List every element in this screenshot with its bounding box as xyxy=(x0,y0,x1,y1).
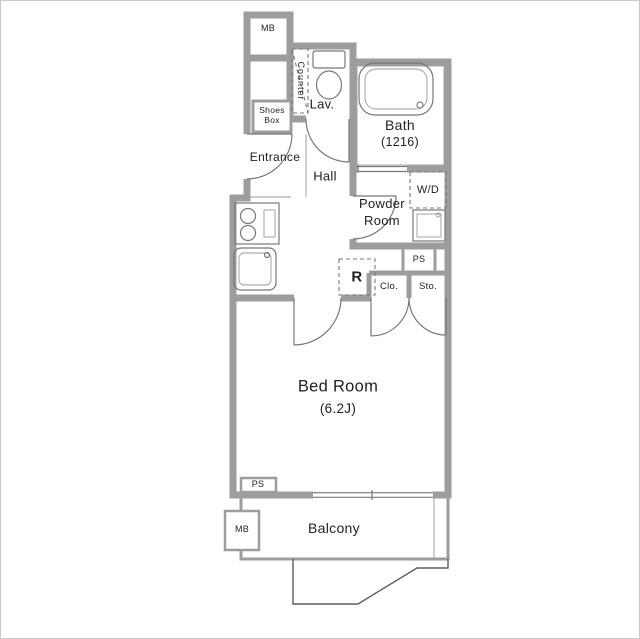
dashed-spaces xyxy=(291,48,447,296)
entrance-door-arc xyxy=(246,133,293,180)
label-bath-name: Bath xyxy=(385,116,415,133)
stove-icon xyxy=(234,202,280,245)
label-mb-bottom: MB xyxy=(234,524,250,535)
storage-door-arc xyxy=(408,297,447,336)
closet-door-arc xyxy=(370,297,410,337)
mb-bottom-box xyxy=(223,509,261,552)
bedroom-door-arc xyxy=(293,297,342,346)
toilet-icon xyxy=(312,50,346,100)
shoes-box xyxy=(251,99,293,134)
washer-dryer-space xyxy=(409,171,447,209)
label-closet: Clo. xyxy=(379,280,399,292)
bathtub-icon xyxy=(358,62,434,116)
powder-door-arc xyxy=(352,195,397,240)
label-fridge: R xyxy=(351,268,363,286)
label-bedroom-size: (6.2J) xyxy=(319,401,357,417)
label-wd: W/D xyxy=(416,183,440,196)
label-lav: Lav. xyxy=(309,96,335,112)
washer-icon xyxy=(412,209,446,242)
label-powder-room: Powder Room xyxy=(359,196,405,228)
floor-edge-lines xyxy=(247,134,307,198)
mb-top-box xyxy=(243,11,294,62)
label-entrance: Entrance xyxy=(249,150,301,165)
ps-bottom-box xyxy=(239,476,278,494)
bath-sliding-door xyxy=(357,165,407,173)
bath-unit xyxy=(356,65,445,166)
label-shoes-box: Shoes Box xyxy=(259,105,285,125)
ps-mid-box xyxy=(401,246,437,274)
building-outline xyxy=(292,559,449,605)
lav-door-arc xyxy=(305,118,350,163)
window-lines xyxy=(313,490,433,500)
door-arcs xyxy=(246,118,447,346)
label-balcony: Balcony xyxy=(308,519,360,536)
fridge-space xyxy=(338,258,376,296)
label-bedroom-name: Bed Room xyxy=(297,377,379,396)
sink-icon xyxy=(233,247,277,291)
label-mb-top: MB xyxy=(260,23,276,34)
counter-diagonal xyxy=(291,48,309,114)
label-ps-mid: PS xyxy=(412,254,426,265)
label-counter: Counter xyxy=(295,61,306,101)
counter-dashed-box xyxy=(291,48,309,114)
label-storage: Sto. xyxy=(418,280,438,292)
wall-powder-south xyxy=(349,239,448,250)
wall-west-lower-south xyxy=(229,179,313,499)
label-hall: Hall xyxy=(313,168,337,184)
label-ps-bottom: PS xyxy=(251,479,265,490)
wall-north-east xyxy=(290,42,452,499)
label-bath-size: (1216) xyxy=(381,134,419,149)
